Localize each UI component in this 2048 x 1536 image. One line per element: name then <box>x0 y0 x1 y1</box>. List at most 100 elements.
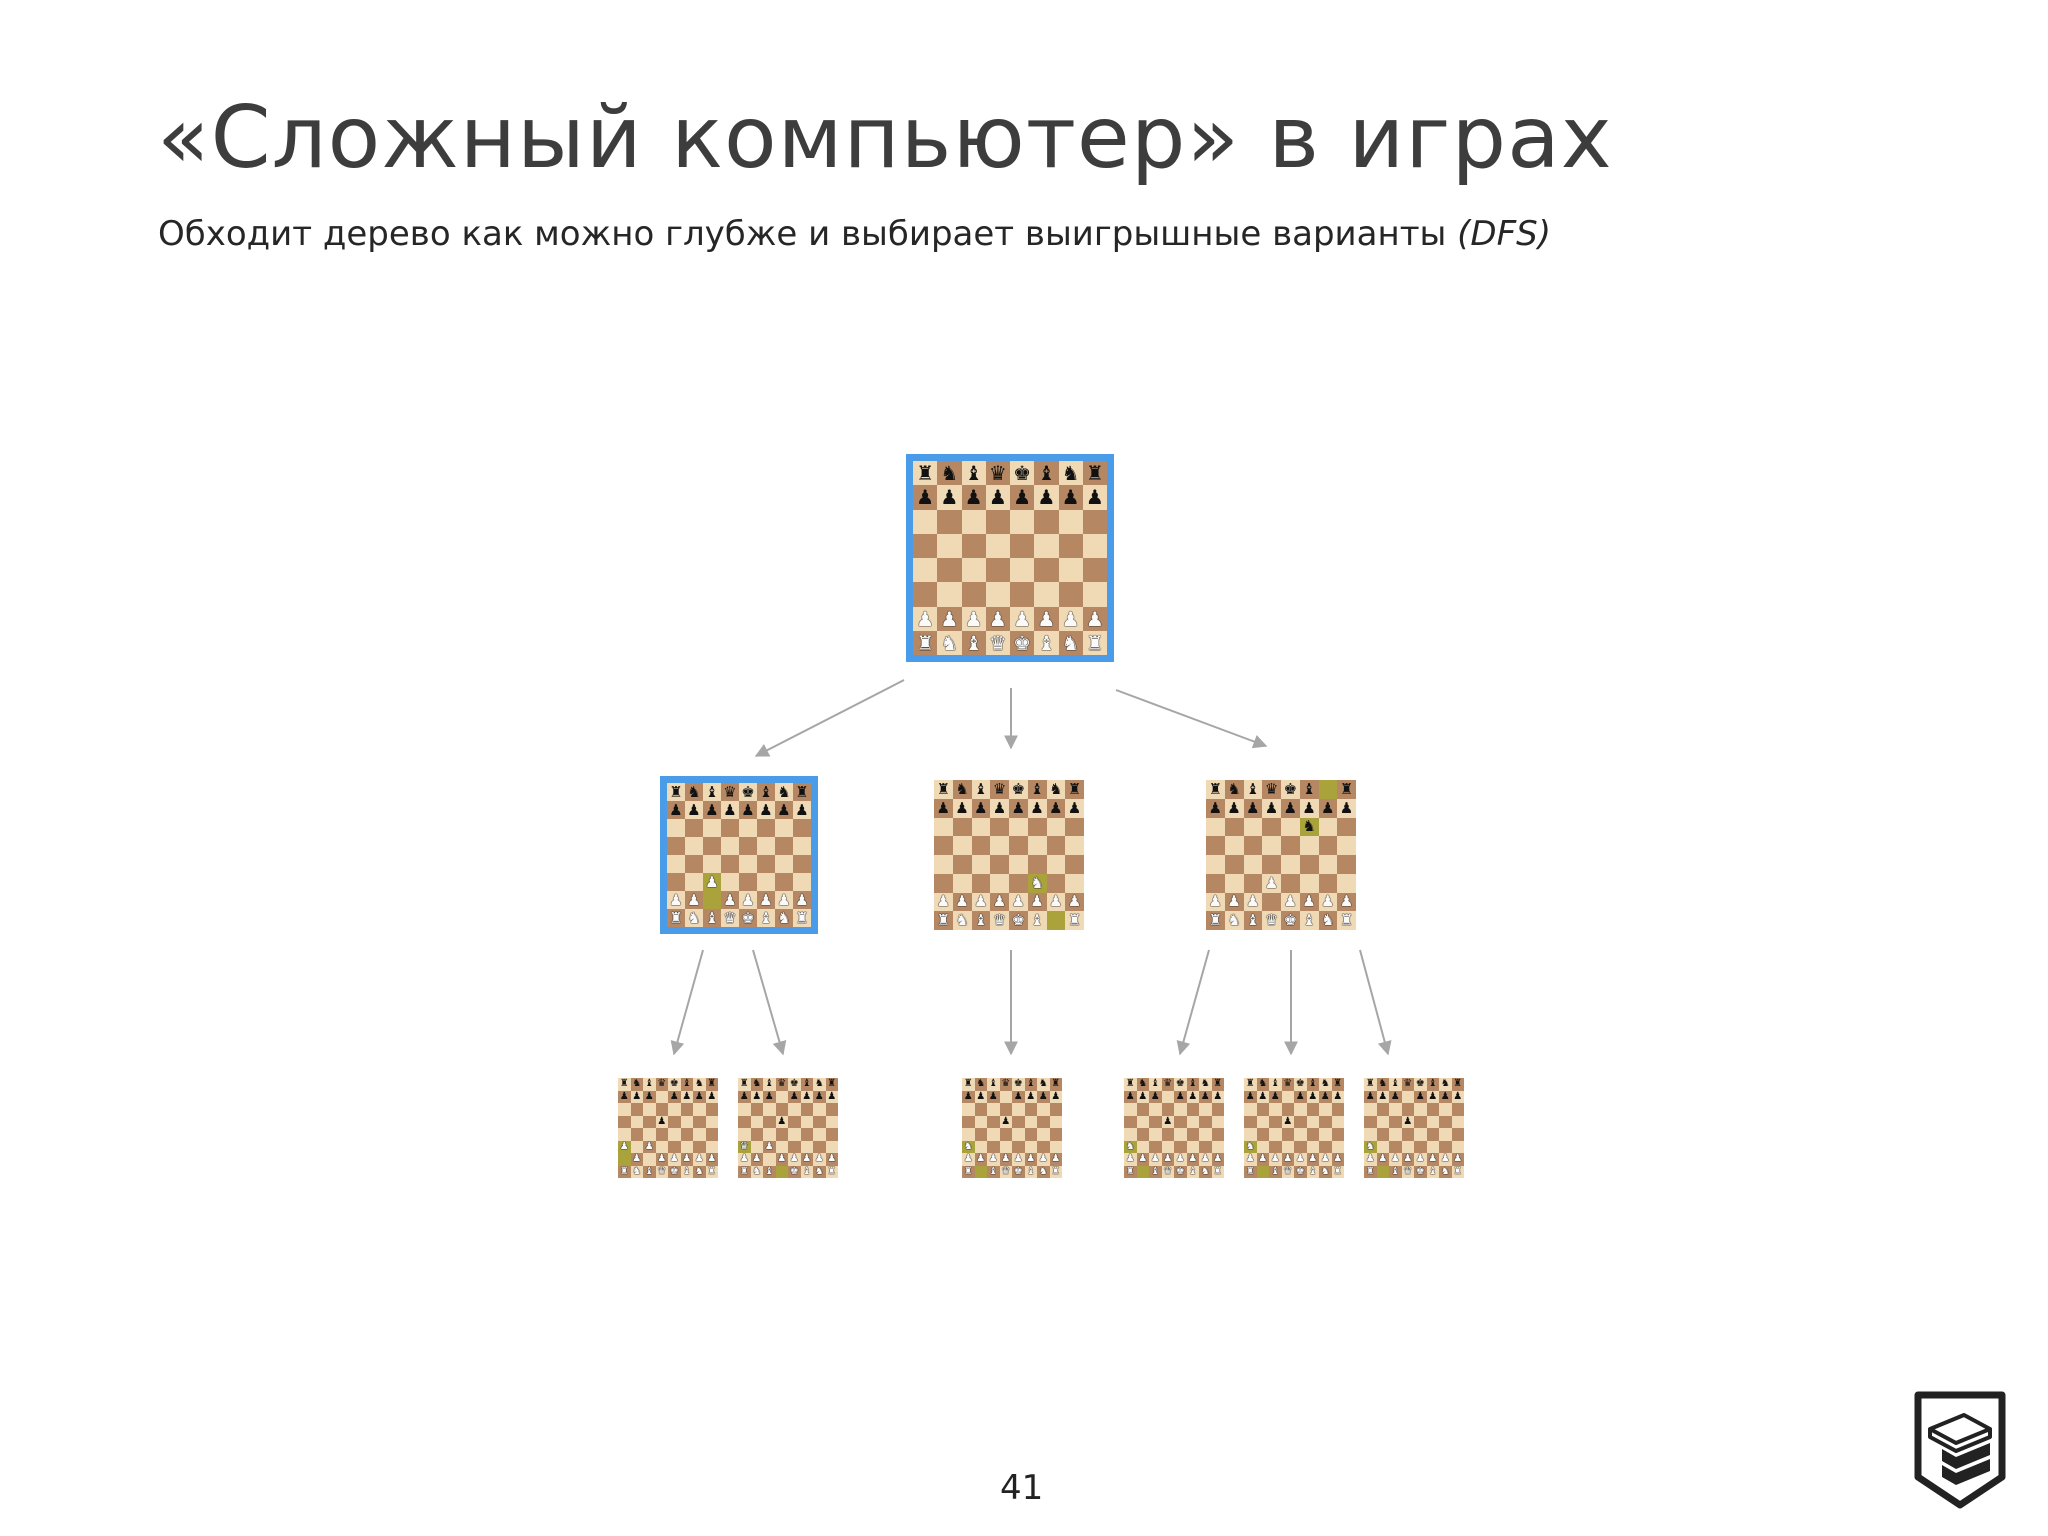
square-c7: ♟ <box>643 1090 656 1103</box>
white-knight-icon: ♞ <box>1440 1165 1450 1177</box>
black-queen-icon: ♛ <box>992 780 1007 798</box>
square-d8: ♛ <box>655 1078 668 1091</box>
square-c8: ♝ <box>1389 1078 1402 1091</box>
square-b5 <box>1376 1115 1389 1128</box>
black-bishop-icon: ♝ <box>1026 1078 1036 1090</box>
square-g3 <box>693 1140 706 1153</box>
white-pawn-icon: ♟ <box>789 1153 799 1165</box>
black-pawn-icon: ♟ <box>963 1090 973 1102</box>
square-a8: ♜ <box>618 1078 631 1091</box>
black-rook-icon: ♜ <box>1085 461 1104 486</box>
square-h1: ♜ <box>705 1165 718 1178</box>
square-a2: ♟ <box>913 606 938 631</box>
square-h5 <box>705 1115 718 1128</box>
black-knight-icon: ♞ <box>1440 1078 1450 1090</box>
white-knight-icon: ♞ <box>1061 630 1080 655</box>
square-a7: ♟ <box>1364 1090 1377 1103</box>
white-knight-icon: ♞ <box>694 1165 704 1177</box>
square-g4 <box>1199 1128 1212 1141</box>
square-b4 <box>974 1128 987 1141</box>
square-a7: ♟ <box>934 798 953 818</box>
square-h4 <box>1065 855 1084 874</box>
square-c7: ♟ <box>971 798 991 818</box>
square-h2: ♟ <box>1331 1153 1344 1166</box>
white-rook-icon: ♜ <box>795 909 809 927</box>
square-h7: ♟ <box>1451 1090 1464 1103</box>
black-king-icon: ♚ <box>741 783 755 801</box>
square-d8: ♛ <box>990 780 1009 799</box>
white-bishop-icon: ♝ <box>1030 911 1044 930</box>
square-h7: ♟ <box>1065 798 1084 818</box>
square-f1: ♝ <box>1027 911 1047 930</box>
square-e8: ♚ <box>1281 780 1300 799</box>
white-pawn-icon: ♟ <box>741 891 755 909</box>
tree-arrow <box>1176 949 1210 1056</box>
square-f6 <box>1186 1103 1199 1116</box>
square-c7: ♟ <box>703 801 721 819</box>
white-bishop-icon: ♝ <box>682 1165 692 1177</box>
square-e6 <box>1012 1103 1025 1116</box>
white-bishop-icon: ♝ <box>1037 630 1056 655</box>
black-queen-icon: ♛ <box>777 1078 787 1090</box>
square-c3 <box>1243 873 1263 893</box>
square-b7: ♟ <box>750 1090 763 1103</box>
black-knight-icon: ♞ <box>1200 1078 1210 1090</box>
black-bishop-icon: ♝ <box>802 1078 812 1090</box>
square-h8: ♜ <box>705 1078 718 1091</box>
square-h3 <box>1331 1140 1344 1153</box>
black-bishop-icon: ♝ <box>705 783 719 801</box>
square-b3 <box>630 1140 643 1153</box>
white-pawn-icon: ♟ <box>682 1153 692 1165</box>
square-b4 <box>1224 855 1244 874</box>
white-pawn-icon: ♟ <box>632 1153 642 1165</box>
white-pawn-icon: ♟ <box>1061 606 1080 631</box>
square-d6 <box>985 509 1010 534</box>
white-pawn-icon: ♟ <box>1264 873 1279 892</box>
square-g3 <box>775 873 793 891</box>
black-pawn-icon: ♟ <box>739 1090 749 1102</box>
black-rook-icon: ♜ <box>827 1078 837 1090</box>
square-a1: ♜ <box>913 630 938 655</box>
black-knight-icon: ♞ <box>1320 1078 1330 1090</box>
square-c3 <box>961 582 986 607</box>
black-pawn-icon: ♟ <box>759 801 773 819</box>
square-c6 <box>987 1103 1000 1116</box>
square-d2: ♟ <box>985 606 1010 631</box>
square-c6 <box>763 1103 776 1116</box>
square-b8: ♞ <box>1136 1078 1149 1091</box>
square-c6 <box>971 817 991 837</box>
square-g2: ♟ <box>775 891 793 909</box>
square-e5 <box>1294 1115 1307 1128</box>
black-pawn-icon: ♟ <box>988 485 1007 510</box>
square-e3 <box>1009 873 1028 893</box>
square-e3 <box>1010 582 1035 607</box>
square-e4 <box>788 1128 801 1141</box>
square-b3 <box>1256 1140 1269 1153</box>
board-level1-3: ♜♞♝♛♚♝♜♟♟♟♟♟♟♟♟♞♟♟♟♟♟♟♟♟♜♞♝♛♚♝♞♜ <box>1206 780 1356 930</box>
square-c1: ♝ <box>1149 1165 1162 1178</box>
black-queen-icon: ♛ <box>723 783 737 801</box>
square-d6 <box>1281 1103 1294 1116</box>
square-c4 <box>763 1128 776 1141</box>
square-a7: ♟ <box>667 801 685 819</box>
square-g6 <box>1037 1103 1050 1116</box>
square-h3 <box>1337 873 1356 893</box>
square-a3: ♛ <box>738 1140 751 1153</box>
square-e3 <box>1414 1140 1427 1153</box>
square-h6 <box>1451 1103 1464 1116</box>
black-rook-icon: ♜ <box>1333 1078 1343 1090</box>
square-f5 <box>757 837 775 855</box>
square-f4 <box>800 1128 813 1141</box>
square-h7: ♟ <box>1211 1090 1224 1103</box>
square-h7: ♟ <box>1049 1090 1062 1103</box>
square-c4 <box>1243 855 1263 874</box>
square-c5 <box>961 533 986 558</box>
square-c6 <box>961 509 986 534</box>
square-g4 <box>775 855 793 873</box>
square-e8: ♚ <box>788 1078 801 1091</box>
square-e8: ♚ <box>1414 1078 1427 1091</box>
square-e6 <box>668 1103 681 1116</box>
black-knight-icon: ♞ <box>752 1078 762 1090</box>
black-pawn-icon: ♟ <box>1283 1115 1293 1127</box>
square-e4 <box>1294 1128 1307 1141</box>
